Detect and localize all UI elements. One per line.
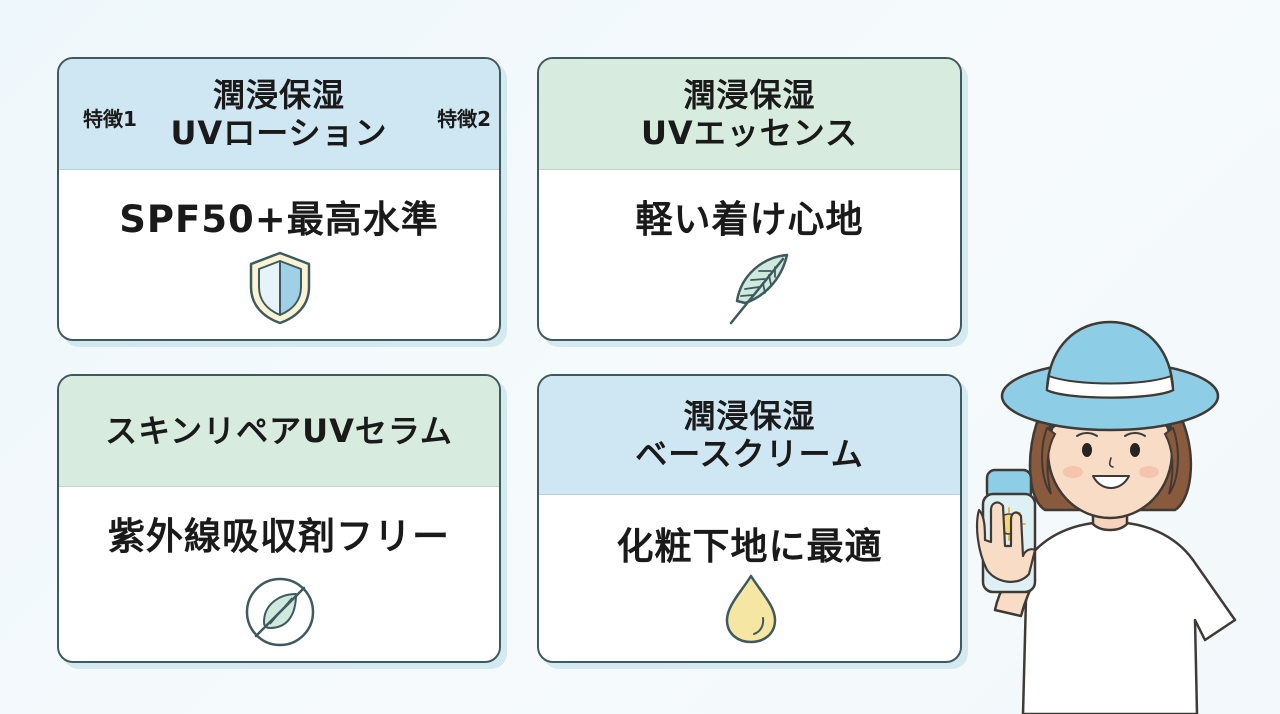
feature-text: SPF50+最高水準 <box>119 198 439 241</box>
product-card-uv-essence: 潤浸保湿 UVエッセンス 軽い着け心地 <box>537 57 962 341</box>
woman-with-sunhat-icon <box>976 320 1237 714</box>
product-card-uv-lotion: 潤浸保湿 UVローション 特徴1 特徴2 SPF50+最高水準 <box>57 57 501 341</box>
no-leaf-icon <box>245 577 315 647</box>
card-header: 潤浸保湿 ベースクリーム <box>539 376 960 495</box>
droplet-icon <box>725 574 777 644</box>
feature-tag-1: 特徴1 <box>83 107 137 131</box>
card-header: 潤浸保湿 UVローション <box>59 59 499 170</box>
shield-icon <box>249 251 311 325</box>
feature-tag-2: 特徴2 <box>437 107 491 131</box>
card-header: 潤浸保湿 UVエッセンス <box>539 59 960 170</box>
feather-icon <box>729 253 789 325</box>
product-name: 潤浸保湿 ベースクリーム <box>635 397 864 473</box>
product-card-base-cream: 潤浸保湿 ベースクリーム 化粧下地に最適 <box>537 374 962 663</box>
product-name: スキンリペアUVセラム <box>105 412 453 450</box>
card-header: スキンリペアUVセラム <box>59 376 499 487</box>
feature-text: 化粧下地に最適 <box>616 525 883 568</box>
feature-text: 軽い着け心地 <box>635 198 864 241</box>
product-name: 潤浸保湿 UVエッセンス <box>640 76 859 152</box>
product-card-skin-repair-serum: スキンリペアUVセラム 紫外線吸収剤フリー <box>57 374 501 663</box>
feature-text: 紫外線吸収剤フリー <box>108 515 450 558</box>
product-name: 潤浸保湿 UVローション <box>170 76 388 152</box>
